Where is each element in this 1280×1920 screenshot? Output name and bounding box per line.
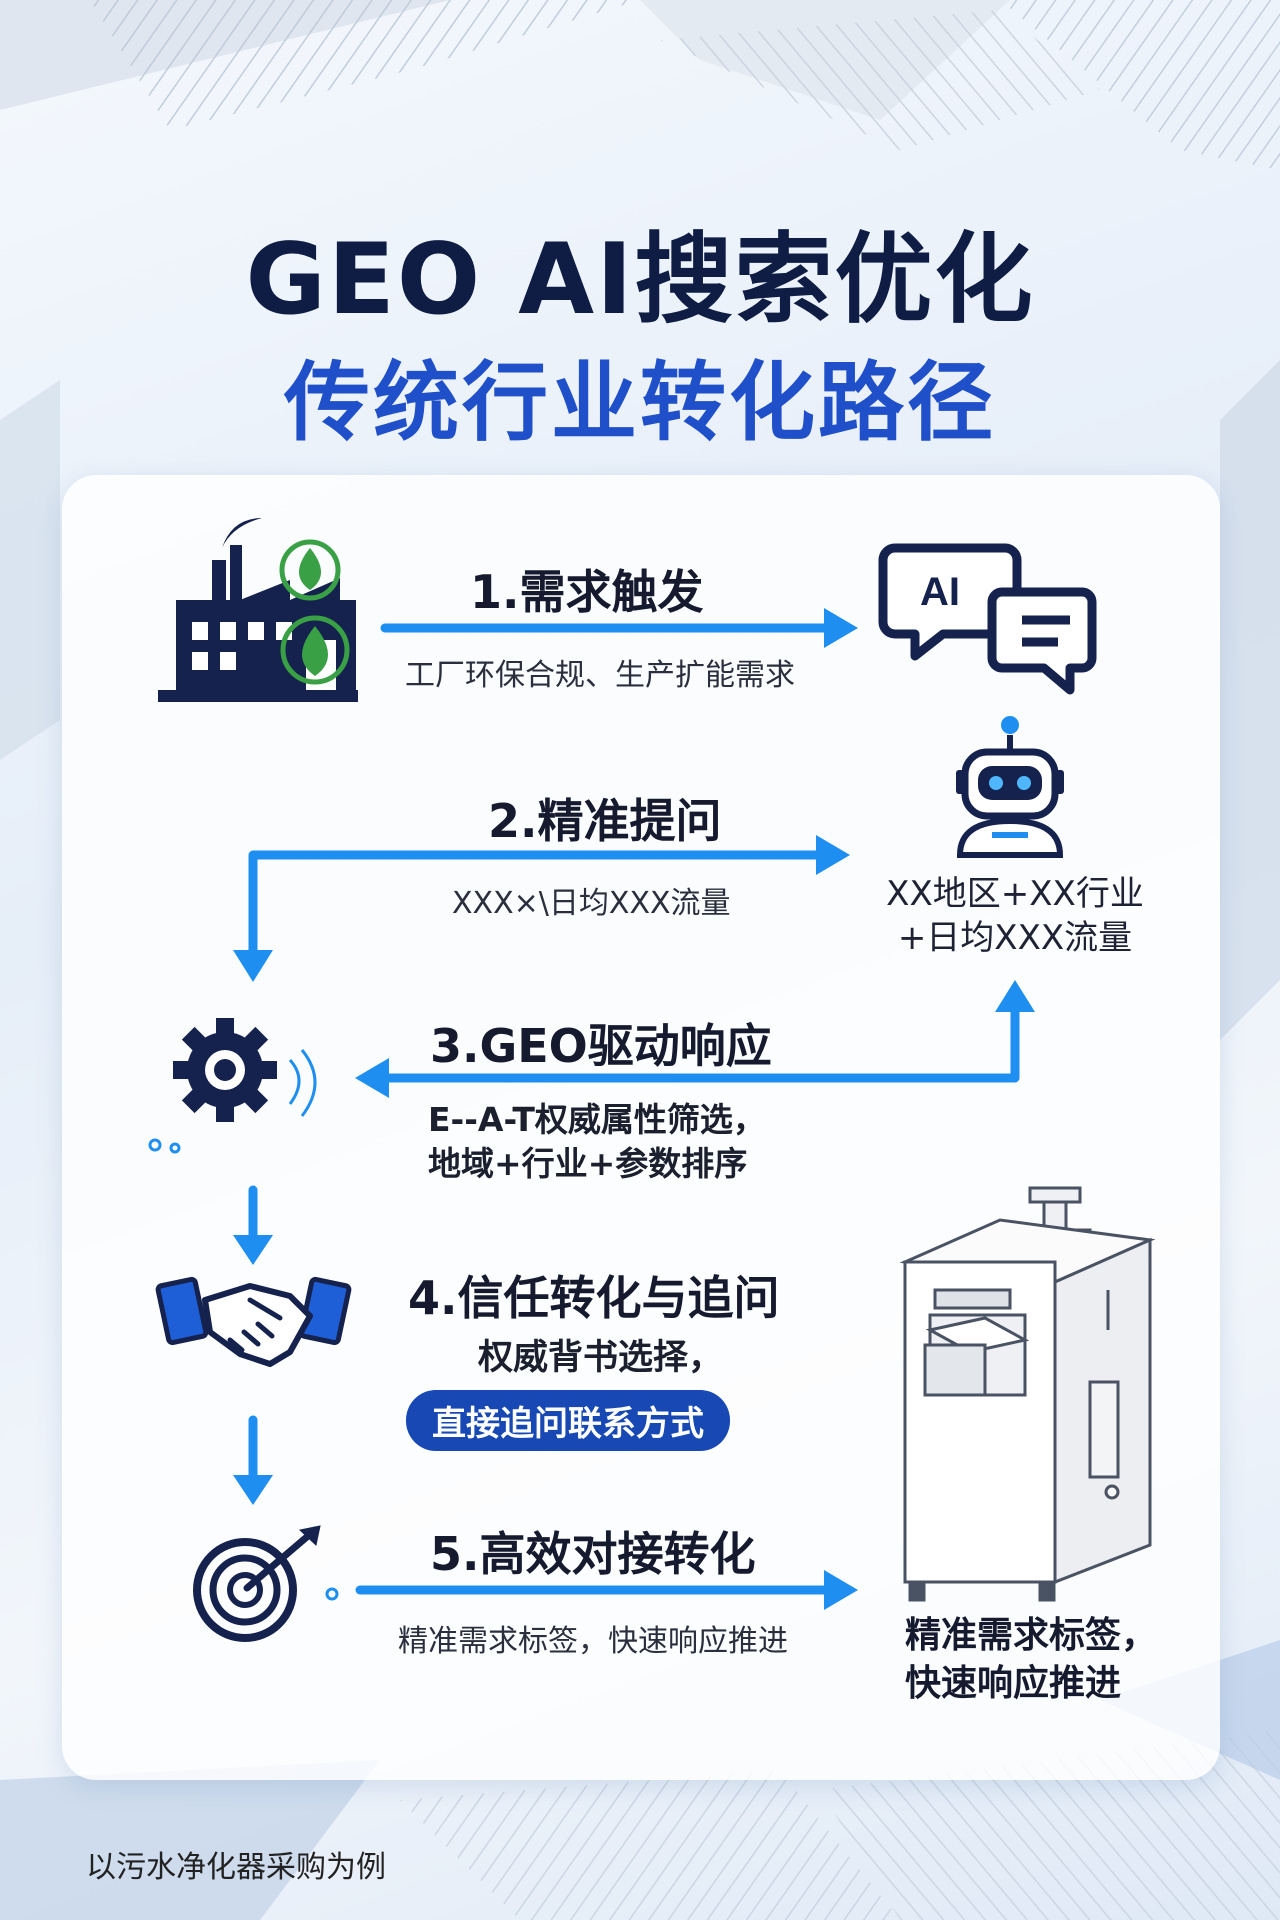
signal-waves-icon (148, 1049, 317, 1154)
arrow-step2 (248, 850, 825, 960)
gear-icon (173, 1018, 277, 1122)
purifier-machine-illustration (899, 1186, 1156, 1602)
machine-label-line2: 快速响应推进 (905, 1663, 1122, 1704)
step4-title: 4.信任转化与追问 (408, 1271, 780, 1325)
step3-desc-line1: E--A-T权威属性筛选， (428, 1100, 766, 1139)
robot-label-line1: XX地区+XX行业 (886, 874, 1144, 914)
dot-decoration (325, 1587, 339, 1601)
arrow-step3 (380, 1003, 1020, 1083)
ai-chat-text: AI (920, 570, 960, 614)
footer-note: 以污水净化器采购为例 (86, 1850, 386, 1885)
step5-title: 5.高效对接转化 (430, 1527, 756, 1581)
main-title: GEO AI搜索优化 (245, 223, 1035, 337)
robot-label: XX地区+XX行业 +日均XXX流量 (880, 872, 1150, 960)
connector-arrows (248, 623, 1020, 1595)
handshake-icon (155, 1276, 352, 1367)
step2-title: 2.精准提问 (488, 794, 722, 848)
robot-icon (956, 716, 1064, 858)
step3-title: 3.GEO驱动响应 (430, 1019, 772, 1073)
target-icon (193, 1525, 321, 1642)
step5-desc: 精准需求标签，快速响应推进 (398, 1624, 788, 1659)
robot-label-line2: +日均XXX流量 (897, 918, 1133, 958)
contact-highlight-badge: 直接追问联系方式 (406, 1390, 730, 1451)
step2-desc: XXX×\日均XXX流量 (452, 886, 731, 921)
step4-desc: 权威背书选择， (478, 1338, 724, 1378)
step3-desc: E--A-T权威属性筛选， 地域+行业+参数排序 (428, 1098, 766, 1186)
ai-chat-icon (878, 543, 1097, 695)
arrowheads (233, 608, 1035, 1610)
machine-label-line1: 精准需求标签， (905, 1615, 1158, 1656)
step1-title: 1.需求触发 (470, 565, 704, 619)
step1-desc: 工厂环保合规、生产扩能需求 (405, 658, 795, 693)
step3-desc-line2: 地域+行业+参数排序 (428, 1144, 748, 1183)
subtitle: 传统行业转化路径 (284, 353, 996, 453)
machine-label: 精准需求标签， 快速响应推进 (905, 1612, 1157, 1708)
leaf-badge-icon (279, 539, 350, 685)
